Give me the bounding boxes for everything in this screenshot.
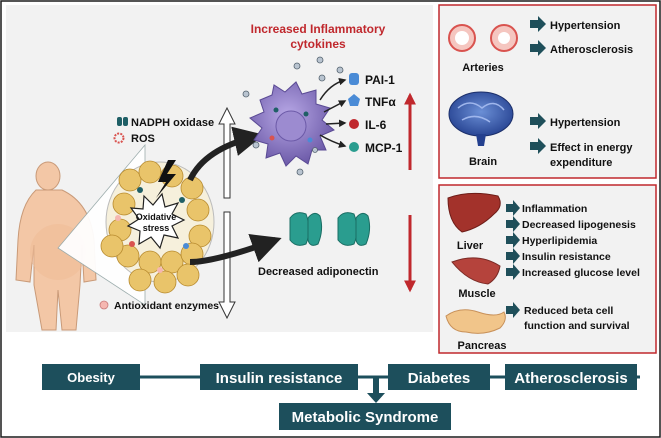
oxidative-stress-label-2: stress xyxy=(143,223,170,233)
effect-arrow-icon xyxy=(530,113,546,129)
effect-arrow-icon xyxy=(530,16,546,32)
effect-arrow-icon xyxy=(506,232,520,248)
artery-icon xyxy=(448,24,518,52)
double-vertical-arrow xyxy=(218,106,236,320)
adipocyte xyxy=(118,168,142,192)
ros-icon xyxy=(113,132,125,144)
tissue-molecule xyxy=(137,187,143,193)
liver-effect: Insulin resistance xyxy=(522,251,611,263)
adipocyte xyxy=(160,250,184,274)
liver-effect: Inflammation xyxy=(522,203,587,215)
adipocyte xyxy=(128,268,152,292)
cytokine-label: TNFα xyxy=(365,95,396,109)
pai1-icon xyxy=(349,73,359,85)
nadph-oxidase-label: NADPH oxidase xyxy=(131,117,214,129)
adipocyte xyxy=(112,192,136,216)
adipocyte xyxy=(186,198,210,222)
effect-arrow-icon xyxy=(530,138,546,154)
effect-arrow-icon xyxy=(506,264,520,280)
artery-effect: Atherosclerosis xyxy=(550,44,633,56)
nadph-oxidase-icon xyxy=(117,117,128,126)
antioxidant-enzymes-label: Antioxidant enzymes xyxy=(114,300,219,312)
brain-effect: Hypertension xyxy=(550,117,621,129)
brain-effect: expenditure xyxy=(550,157,612,169)
cytokine-label: IL-6 xyxy=(365,118,387,132)
tissue-molecule xyxy=(179,197,185,203)
tissue-molecule xyxy=(129,241,135,247)
adipocyte xyxy=(153,270,177,294)
liver-effect: Decreased lipogenesis xyxy=(522,219,636,231)
inflammatory-title-1: Increased Inflammatory xyxy=(251,22,386,36)
brain-label: Brain xyxy=(469,156,497,168)
insulin-resistance-label: Insulin resistance xyxy=(216,370,343,387)
adiponectin-icon xyxy=(289,212,371,246)
effect-arrow-icon xyxy=(506,302,520,318)
adipocyte xyxy=(138,160,162,184)
pancreas-icon xyxy=(445,309,506,334)
tissue-molecule xyxy=(157,267,163,273)
liver-effect: Increased glucose level xyxy=(522,267,640,279)
diabetes-box xyxy=(388,364,490,390)
liver-effect: Hyperlipidemia xyxy=(522,235,597,247)
adipocyte xyxy=(176,263,200,287)
metabolic-syndrome-box xyxy=(279,403,451,430)
adipocyte xyxy=(100,234,124,258)
pancreas-label: Pancreas xyxy=(458,340,507,352)
il6-icon xyxy=(349,119,359,129)
effect-arrow-icon xyxy=(506,216,520,232)
tnfa-icon xyxy=(348,94,360,106)
brain-effect: Effect in energy xyxy=(550,142,633,154)
brain-icon xyxy=(448,91,514,146)
liver-label: Liver xyxy=(457,240,484,252)
atherosclerosis-box xyxy=(505,364,637,390)
pancreas-effect: function and survival xyxy=(524,320,630,332)
liver-icon xyxy=(447,192,501,233)
oxidative-stress-burst: Oxidative stress xyxy=(126,192,186,250)
effect-arrow-icon xyxy=(506,248,520,264)
macrophage-cell xyxy=(249,81,335,167)
artery-effect: Hypertension xyxy=(550,20,621,32)
antioxidant-enzyme-icon xyxy=(99,300,109,310)
arrow-to-macrophage xyxy=(187,126,264,182)
muscle-label: Muscle xyxy=(458,288,495,300)
muscle-icon xyxy=(451,257,501,285)
cytokine-particles xyxy=(242,56,344,176)
arteries-label: Arteries xyxy=(462,62,504,74)
atherosclerosis-label: Atherosclerosis xyxy=(514,370,627,387)
down-arrow-icon xyxy=(367,377,385,403)
effect-arrow-icon xyxy=(530,40,546,56)
oxidative-stress-label-1: Oxidative xyxy=(136,212,177,222)
cytokine-label: MCP-1 xyxy=(365,141,403,155)
inflammatory-title-2: cytokines xyxy=(290,37,346,51)
mcp1-icon xyxy=(349,142,359,152)
lightning-bolt-icon xyxy=(156,160,176,198)
cytokine-label: PAI-1 xyxy=(365,73,395,87)
diabetes-label: Diabetes xyxy=(408,370,471,387)
tissue-molecule xyxy=(115,215,121,221)
arrow-to-adiponectin xyxy=(189,234,282,265)
ros-label: ROS xyxy=(131,133,155,145)
tissue-molecule xyxy=(183,243,189,249)
insulin-resistance-box xyxy=(200,364,358,390)
adiponectin-label: Decreased adiponectin xyxy=(258,266,379,278)
metabolic-syndrome-label: Metabolic Syndrome xyxy=(292,409,439,426)
obesity-box xyxy=(42,364,140,390)
effect-arrow-icon xyxy=(506,200,520,216)
pancreas-effect: Reduced beta cell xyxy=(524,305,613,317)
cytokine-arrows xyxy=(319,77,347,148)
obesity-label: Obesity xyxy=(67,370,115,385)
